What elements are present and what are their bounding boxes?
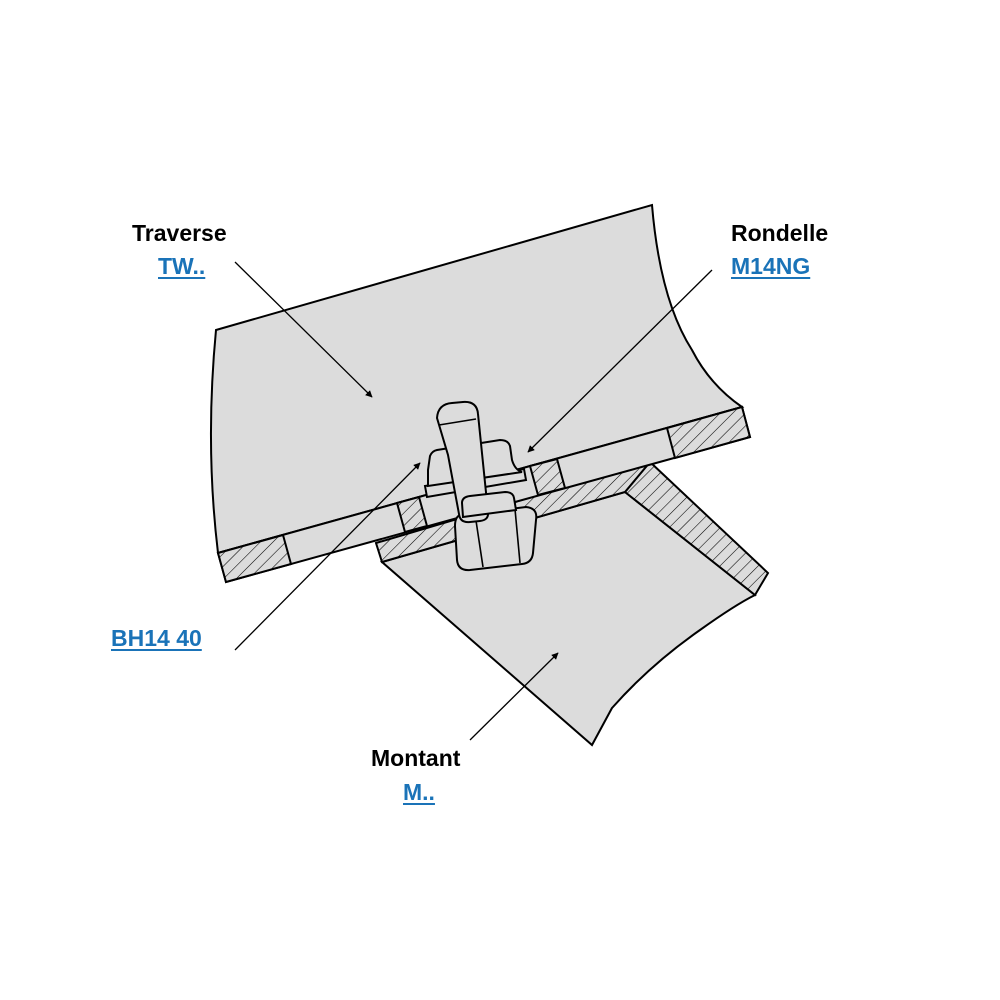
montant-label: Montant <box>371 745 461 771</box>
rondelle-label: Rondelle <box>731 220 829 246</box>
bolt-assembly <box>423 400 538 572</box>
traverse-hatch-left <box>216 533 293 584</box>
traverse-hatch-mid-right <box>528 457 567 497</box>
bolt-head-top <box>460 490 518 519</box>
traverse-hatch-mid-left <box>395 495 429 534</box>
traverse-code-link[interactable]: TW.. <box>158 253 206 279</box>
traverse-body <box>209 203 745 555</box>
leader-rondelle <box>527 269 713 453</box>
leader-traverse <box>234 261 373 398</box>
bolt-shank-line <box>438 418 477 426</box>
leader-bolt <box>234 462 421 651</box>
montant-code-link[interactable]: M.. <box>403 779 435 805</box>
traverse-label: Traverse <box>132 220 227 246</box>
bolt-head-facet <box>474 513 484 568</box>
leader-montant <box>469 652 559 741</box>
traverse-hatch-right <box>665 405 752 460</box>
bolt-code-link[interactable]: BH14 40 <box>111 625 202 651</box>
rondelle-code-link[interactable]: M14NG <box>731 253 811 279</box>
bolt-head-facet-2 <box>514 508 521 564</box>
